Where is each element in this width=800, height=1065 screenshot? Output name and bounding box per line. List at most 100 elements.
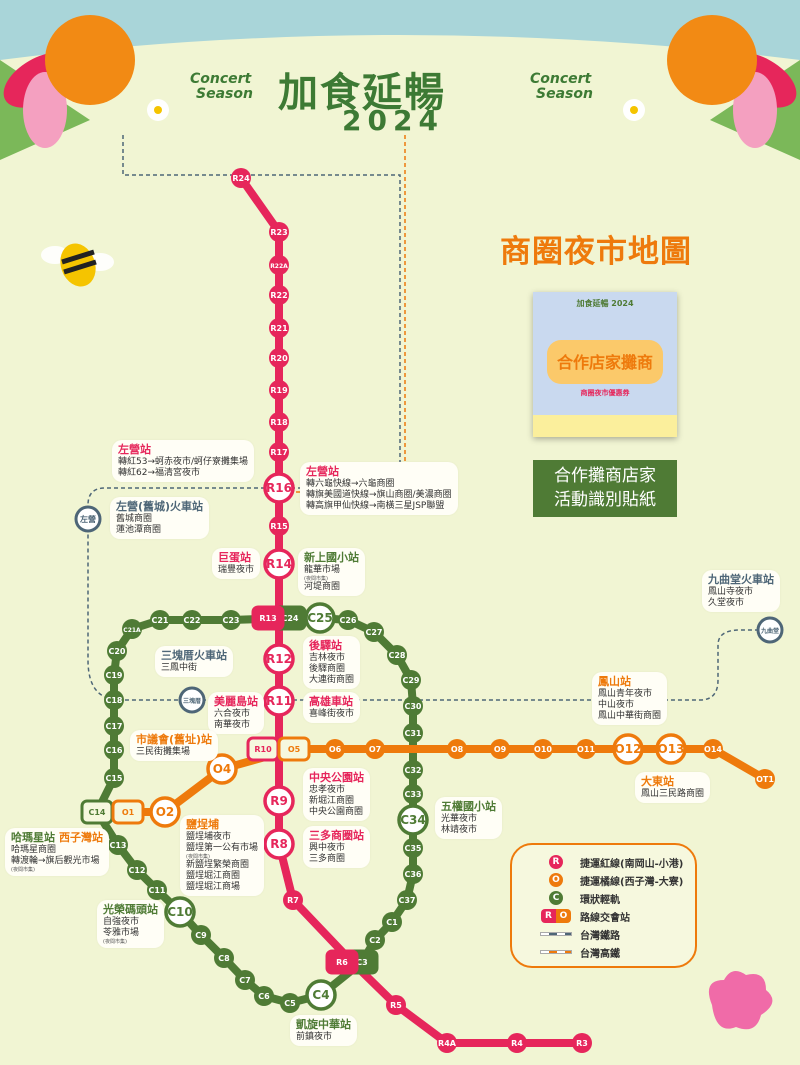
station-code: R7 <box>287 896 299 905</box>
station-c34[interactable]: C34 <box>397 804 429 836</box>
station-c26[interactable]: C26 <box>338 610 358 630</box>
market-item: 鳳山青年夜市 <box>598 689 653 699</box>
station-o14[interactable]: O14 <box>703 739 723 759</box>
rail-station[interactable]: 左營 <box>74 505 102 533</box>
station-r9[interactable]: R9 <box>263 785 295 817</box>
station-r23[interactable]: R23 <box>269 222 289 242</box>
station-o10[interactable]: O10 <box>533 739 553 759</box>
station-c20[interactable]: C20 <box>107 641 127 661</box>
station-c21a[interactable]: C21A <box>122 619 142 639</box>
station-c9[interactable]: C9 <box>191 925 211 945</box>
station-c12[interactable]: C12 <box>127 860 147 880</box>
station-o4[interactable]: O4 <box>206 753 238 785</box>
station-c18[interactable]: C18 <box>104 690 124 710</box>
station-c30[interactable]: C30 <box>403 696 423 716</box>
market-item: 興中夜市 <box>309 843 346 853</box>
station-r12[interactable]: R12 <box>263 643 295 675</box>
station-r11[interactable]: R11 <box>263 685 295 717</box>
station-c22[interactable]: C22 <box>182 610 202 630</box>
market-item: 大連街商圈 <box>309 675 355 685</box>
station-r8[interactable]: R8 <box>263 828 295 860</box>
station-c11[interactable]: C11 <box>147 880 167 900</box>
station-r5[interactable]: R5 <box>386 995 406 1015</box>
station-info-box: 中央公園站忠孝夜市新堀江商圈中央公園商圈 <box>303 768 370 821</box>
station-r16[interactable]: R16 <box>263 472 295 504</box>
station-r7[interactable]: R7 <box>283 890 303 910</box>
station-code: O14 <box>704 745 722 754</box>
svg-text:三塊厝: 三塊厝 <box>183 697 201 705</box>
station-r17[interactable]: R17 <box>269 442 289 462</box>
station-o1[interactable]: O1 <box>111 799 145 825</box>
station-code: R4 <box>511 1039 523 1048</box>
station-c27[interactable]: C27 <box>364 622 384 642</box>
station-o13[interactable]: O13 <box>655 733 687 765</box>
station-c5[interactable]: C5 <box>280 993 300 1013</box>
station-c25[interactable]: C25 <box>304 602 336 634</box>
station-r4[interactable]: R4 <box>507 1033 527 1053</box>
station-c37[interactable]: C37 <box>397 890 417 910</box>
station-c35[interactable]: C35 <box>403 838 423 858</box>
station-c19[interactable]: C19 <box>104 665 124 685</box>
station-code: R9 <box>270 794 288 808</box>
station-r21[interactable]: R21 <box>269 318 289 338</box>
station-name: 左營(舊城)火車站 <box>116 500 204 513</box>
station-r10[interactable]: R10 <box>246 736 280 762</box>
station-c8[interactable]: C8 <box>214 948 234 968</box>
station-c10[interactable]: C10 <box>164 896 196 928</box>
market-item: 後驛商圈 <box>309 664 346 674</box>
station-r6[interactable]: R6 <box>325 949 359 975</box>
station-c2[interactable]: C2 <box>365 930 385 950</box>
station-r24[interactable]: R24 <box>231 168 251 188</box>
rail-station[interactable]: 九曲堂 <box>756 616 784 644</box>
station-r20[interactable]: R20 <box>269 348 289 368</box>
station-o2[interactable]: O2 <box>149 796 181 828</box>
station-o12[interactable]: O12 <box>612 733 644 765</box>
station-c21[interactable]: C21 <box>150 610 170 630</box>
station-c33[interactable]: C33 <box>403 784 423 804</box>
market-item: 前鎮夜市 <box>296 1032 333 1042</box>
station-o5[interactable]: O5 <box>277 736 311 762</box>
station-r19[interactable]: R19 <box>269 380 289 400</box>
sticker-caption: 合作攤商店家活動識別貼紙 <box>533 460 677 517</box>
station-c16[interactable]: C16 <box>104 740 124 760</box>
station-c14[interactable]: C14 <box>80 799 114 825</box>
station-code: R17 <box>270 448 287 457</box>
station-o9[interactable]: O9 <box>490 739 510 759</box>
station-code: C17 <box>105 722 122 731</box>
station-c23[interactable]: C23 <box>221 610 241 630</box>
station-code: C28 <box>388 651 405 660</box>
station-c29[interactable]: C29 <box>401 670 421 690</box>
station-c13[interactable]: C13 <box>108 835 128 855</box>
station-r14[interactable]: R14 <box>263 548 295 580</box>
station-info-box: 三多商圈站興中夜市三多商圈 <box>303 826 370 868</box>
station-c6[interactable]: C6 <box>254 986 274 1006</box>
station-r18[interactable]: R18 <box>269 412 289 432</box>
station-c15[interactable]: C15 <box>104 768 124 788</box>
station-ot1[interactable]: OT1 <box>755 769 775 789</box>
station-r22[interactable]: R22 <box>269 285 289 305</box>
rail-station[interactable]: 三塊厝 <box>178 686 206 714</box>
station-c32[interactable]: C32 <box>403 760 423 780</box>
market-item: 三民街攤集場 <box>136 747 191 757</box>
station-code: O8 <box>451 745 464 754</box>
station-o6[interactable]: O6 <box>325 739 345 759</box>
station-o7[interactable]: O7 <box>365 739 385 759</box>
station-info-box: 鳳山站鳳山青年夜市中山夜市鳳山中華街商圈 <box>592 672 668 725</box>
station-name: 高雄車站 <box>309 695 353 708</box>
station-r15[interactable]: R15 <box>269 516 289 536</box>
station-r3[interactable]: R3 <box>572 1033 592 1053</box>
station-r22a[interactable]: R22A <box>269 255 289 275</box>
station-c17[interactable]: C17 <box>104 716 124 736</box>
station-c4[interactable]: C4 <box>305 979 337 1011</box>
station-o11[interactable]: O11 <box>576 739 596 759</box>
station-c28[interactable]: C28 <box>387 645 407 665</box>
station-r4a[interactable]: R4A <box>437 1033 457 1053</box>
station-r13[interactable]: R13 <box>251 605 285 631</box>
station-code: R5 <box>390 1001 402 1010</box>
station-c36[interactable]: C36 <box>403 864 423 884</box>
station-c31[interactable]: C31 <box>403 723 423 743</box>
station-c7[interactable]: C7 <box>235 970 255 990</box>
station-c1[interactable]: C1 <box>382 912 402 932</box>
station-o8[interactable]: O8 <box>447 739 467 759</box>
